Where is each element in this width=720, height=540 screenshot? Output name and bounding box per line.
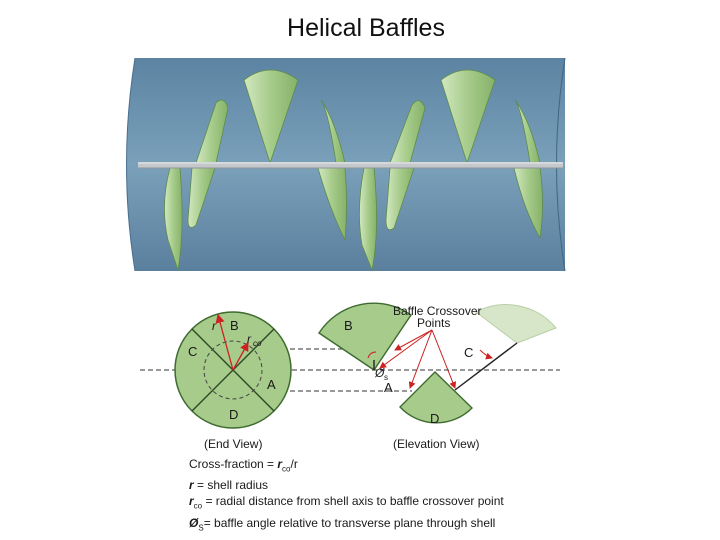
rco-arrow (232, 341, 249, 371)
page-title: Helical Baffles (287, 14, 445, 42)
legend-line-2: r = shell radius (189, 478, 269, 493)
legend-line-4: ØS= baffle angle relative to transverse … (189, 515, 496, 533)
end-view-caption: (End View) (204, 437, 262, 451)
elevation-sector-D (399, 371, 473, 424)
elevation-view: Baffle Crossover Points B C A D Ø s (Ele… (318, 302, 557, 451)
label-r: r (212, 319, 217, 333)
legend-line-1: Cross-fraction = rco/r (189, 457, 298, 474)
crossover-circle (203, 340, 263, 400)
legend: Cross-fraction = rco/r r = shell radius … (189, 456, 504, 536)
baffle-lower-2 (187, 167, 216, 228)
end-view: r r co B C A D (End View) (140, 311, 560, 451)
elevation-view-caption: (Elevation View) (393, 437, 479, 451)
label-phi: Ø (374, 366, 385, 380)
label-rco-sub: co (253, 339, 262, 348)
center-rod (138, 162, 563, 169)
baffle-lower-5 (385, 167, 415, 231)
baffle-slant-3 (389, 100, 426, 164)
baffle-slant-1 (195, 99, 229, 164)
label-B-end: B (230, 318, 239, 333)
callout-line2: Points (417, 316, 450, 330)
label-C-elev: C (464, 345, 473, 360)
label-A-elev: A (384, 380, 393, 395)
elevation-sector-B (318, 302, 412, 371)
helical-baffles (164, 69, 543, 272)
label-A-end: A (267, 377, 276, 392)
callout-line1: Baffle Crossover (393, 304, 481, 318)
baffle-lower-6 (513, 167, 543, 240)
label-D-end: D (229, 407, 238, 422)
legend-line-3: rco = radial distance from shell axis to… (189, 494, 504, 511)
label-phi-sub: s (384, 373, 388, 382)
radius-arrow (215, 313, 234, 371)
baffle-lower-3 (317, 167, 347, 242)
baffle-lower-4 (359, 167, 377, 272)
label-B-elev: B (344, 318, 353, 333)
label-C-end: C (188, 344, 197, 359)
elevation-sector-C (475, 304, 557, 344)
baffle-lower-1 (164, 167, 183, 271)
baffle-upper-1 (243, 69, 299, 165)
baffle-upper-2 (440, 69, 496, 165)
angle-arc (367, 351, 377, 359)
label-rco: r (247, 332, 252, 346)
label-D-elev: D (430, 411, 439, 426)
